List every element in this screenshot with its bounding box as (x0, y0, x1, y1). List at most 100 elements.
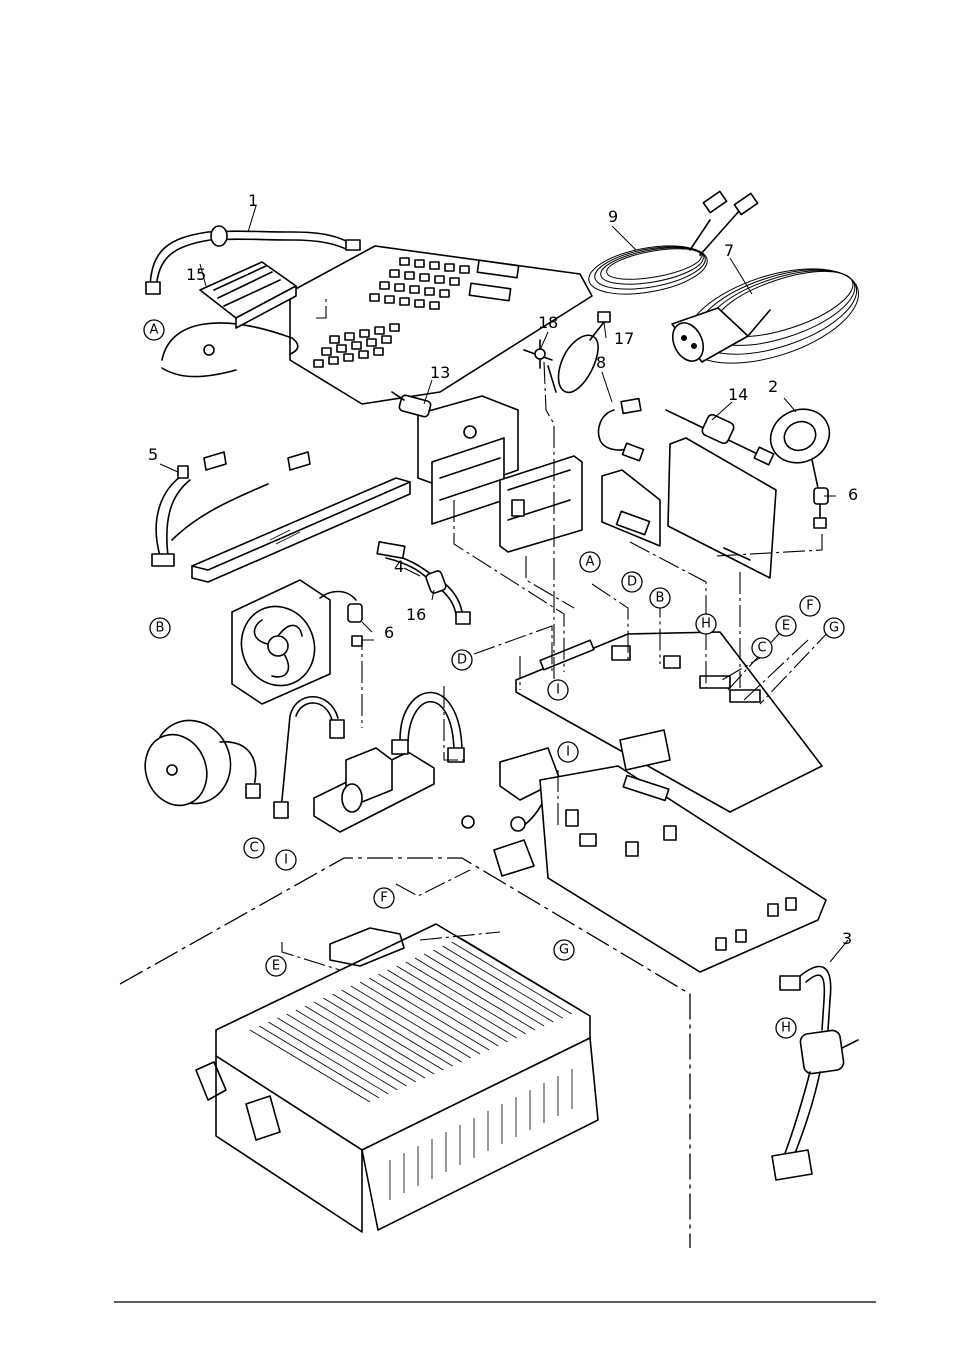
part-label-17: 17 (614, 329, 634, 348)
connector-ref-H-board: H (695, 613, 717, 635)
part-label-6-speaker: 6 (848, 485, 858, 504)
mechanism-hatch-line (405, 961, 527, 1035)
svg-text:F: F (806, 599, 813, 614)
keypad-key (321, 347, 332, 356)
telephone-cord-coil (588, 190, 759, 295)
part-label-13: 13 (430, 363, 450, 382)
connector-ref-H-harness: H (775, 1017, 797, 1039)
mechanism-hatch-line (387, 969, 508, 1043)
connector-ref-C-motor: C (243, 837, 265, 859)
svg-text:G: G (829, 621, 839, 636)
svg-text:E: E (272, 959, 280, 974)
main-control-board (601, 437, 777, 579)
keypad-key (374, 326, 385, 335)
keypad-key (369, 293, 380, 302)
part-label-8: 8 (596, 353, 606, 372)
part-label-3: 3 (842, 929, 852, 948)
speaker (769, 408, 831, 529)
keypad-key (359, 329, 370, 338)
part-label-9: 9 (608, 207, 618, 226)
keypad-key (394, 283, 405, 292)
connector-ref-D-cable: D (451, 649, 473, 671)
keypad-key (434, 275, 445, 284)
svg-text:A: A (586, 555, 595, 570)
svg-text:D: D (627, 575, 637, 590)
connector-ref-E-board: E (775, 615, 797, 637)
connector-ref-D-board: D (621, 571, 643, 593)
connector-ref-E-mechanism: E (265, 955, 287, 977)
connector-ref-G-board: G (823, 617, 845, 639)
mechanism-hatch-line (396, 965, 517, 1039)
keypad-key (399, 297, 410, 306)
connector-ref-C-board: C (751, 637, 773, 659)
keypad-key (336, 344, 347, 353)
connector-ref-F-mechanism: F (373, 887, 395, 909)
connector-ref-I-board: I (547, 679, 569, 701)
keypad-key (313, 359, 324, 368)
ribbon-cable-with-ferrite (376, 541, 471, 625)
cooling-fan (231, 579, 363, 705)
keypad-key (429, 301, 440, 310)
keypad-key (459, 265, 470, 274)
svg-text:C: C (249, 841, 258, 856)
mechanism-hatch-line (277, 1017, 398, 1091)
keypad-key (439, 289, 450, 298)
part-label-6-fan: 6 (384, 623, 394, 642)
printer-mechanism (195, 923, 599, 1233)
part-label-18: 18 (538, 313, 558, 332)
connector-references: A A B B C C D D E E F F G G H H I I I (143, 319, 845, 1039)
power-cord-with-plug (671, 268, 859, 364)
svg-text:D: D (457, 653, 467, 668)
svg-text:G: G (559, 943, 569, 958)
connector-ref-I-inlet: I (557, 741, 579, 763)
ferrite-harness (771, 965, 859, 1181)
keypad-key (424, 287, 435, 296)
keypad-key (429, 261, 440, 270)
part-label-16: 16 (406, 605, 426, 624)
part-number-labels: 1 2 3 4 5 6 6 7 8 9 13 14 15 16 17 18 (148, 191, 858, 948)
mechanism-hatch-line (460, 937, 582, 1011)
bracket-assembly (391, 391, 519, 525)
part-label-4: 4 (394, 557, 404, 576)
keypad-key (449, 277, 460, 286)
connector-ref-F-board: F (799, 595, 821, 617)
part-label-14: 14 (728, 385, 748, 404)
part-label-15: 15 (186, 265, 206, 284)
keypad-key (373, 347, 384, 356)
keypad-key (379, 281, 390, 290)
part-label-5: 5 (148, 445, 158, 464)
mechanism-hatch-line (323, 997, 444, 1071)
keypad-key (404, 271, 415, 280)
interface-board (499, 455, 583, 553)
connector-ref-A-board: A (579, 551, 601, 573)
svg-text:A: A (150, 323, 159, 338)
connector-ref-B-board: B (649, 587, 671, 609)
svg-text:I: I (284, 853, 288, 868)
keypad-key (389, 323, 400, 332)
connector-ref-A-harness: A (143, 319, 165, 341)
svg-text:H: H (781, 1021, 791, 1036)
keypad-key (329, 335, 340, 344)
part-label-2: 2 (768, 377, 778, 396)
svg-text:I: I (556, 683, 560, 698)
mechanism-hatch-line (295, 1009, 417, 1083)
mechanism-hatch-line (258, 1025, 380, 1099)
mechanism-hatch-line (313, 1001, 435, 1075)
keypad-key (414, 299, 425, 308)
keypad-key (366, 338, 377, 347)
part-number-leaders (159, 205, 849, 963)
control-panel-board (145, 225, 593, 405)
mechanism-hatch-line (286, 1013, 407, 1087)
mechanism-hatch-line (304, 1005, 426, 1079)
mechanism-hatch-line (249, 1029, 371, 1103)
svg-text:E: E (782, 619, 790, 634)
mechanism-hatch-line (414, 957, 536, 1031)
svg-text:C: C (757, 641, 766, 656)
keypad-key (358, 350, 369, 359)
keypad-key (414, 259, 425, 268)
mechanism-hatch-line (341, 989, 462, 1063)
svg-text:I: I (566, 745, 570, 760)
mechanism-hatch-line (423, 953, 545, 1027)
keypad-key (381, 335, 392, 344)
